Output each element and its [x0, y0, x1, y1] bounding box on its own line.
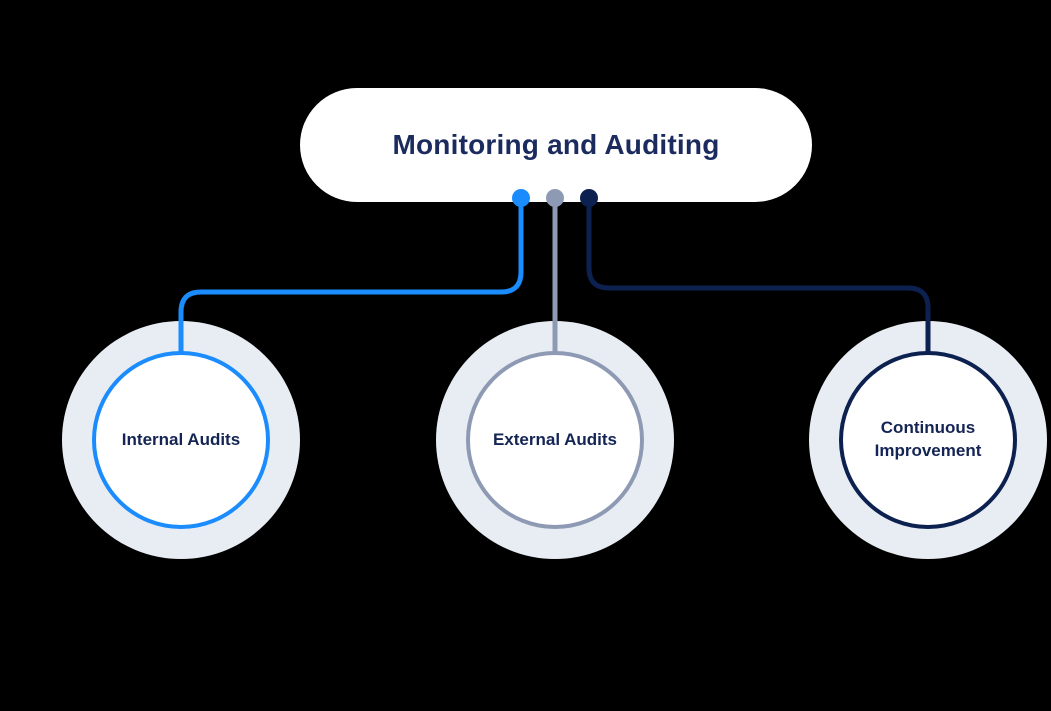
connector-navy-line [586, 198, 931, 353]
node-continuous-improvement: Continuous Improvement [839, 351, 1017, 529]
connector-blue-dot [512, 189, 530, 207]
node-label-internal-audits: Internal Audits [121, 429, 241, 449]
node-label-continuous-improvement: Continuous Improvement [874, 418, 982, 460]
connector-slate-dot [546, 189, 564, 207]
node-label-external-audits: External Audits [492, 429, 618, 449]
root-node-label: Monitoring and Auditing [392, 129, 720, 160]
connector-navy-dot [580, 189, 598, 207]
node-external-audits: External Audits [466, 351, 644, 529]
root-node-pill: Monitoring and Auditing [300, 88, 812, 202]
node-internal-audits: Internal Audits [92, 351, 270, 529]
connector-blue-line [178, 198, 524, 353]
